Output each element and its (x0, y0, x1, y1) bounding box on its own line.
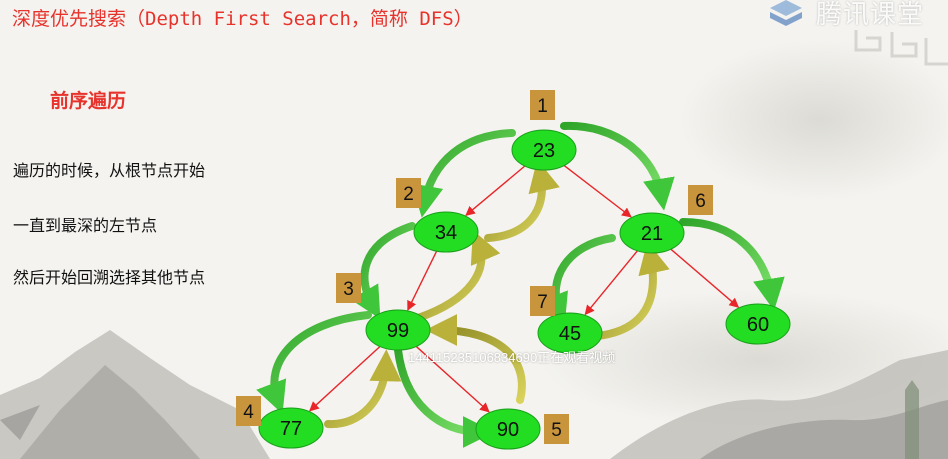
slide-title: 深度优先搜索（Depth First Search，简称 DFS） (12, 8, 473, 30)
badge-box (530, 286, 555, 316)
traverse-arrow-down (538, 234, 616, 326)
tree-edge-n34-n99 (407, 250, 438, 311)
tree-node-n77: 77 (258, 407, 324, 449)
traverse-arrow-up (414, 230, 501, 322)
tree-edges (309, 164, 740, 413)
description-line-2: 一直到最深的左节点 (13, 216, 158, 235)
badge-number: 5 (551, 420, 562, 441)
node-ellipse (413, 211, 479, 253)
traversal-arrows (256, 121, 785, 448)
badge-number: 1 (537, 96, 548, 117)
traverse-arrow-down (350, 222, 416, 320)
order-badge-6: 6 (688, 185, 713, 215)
node-label: 21 (641, 223, 663, 245)
node-ellipse (258, 407, 324, 449)
node-label: 90 (497, 419, 519, 441)
order-badge-3: 3 (336, 273, 361, 303)
badge-number: 6 (695, 191, 706, 212)
order-badge-7: 7 (530, 286, 555, 316)
node-label: 23 (533, 140, 555, 162)
viewer-watermark: 144115235106834690正在观看视频 (408, 350, 616, 365)
traverse-arrow-down (256, 311, 372, 414)
description-line-1: 遍历的时候，从根节点开始 (13, 161, 206, 180)
tree-node-n34: 34 (413, 211, 479, 253)
node-ellipse (537, 312, 603, 354)
badge-number: 2 (403, 184, 414, 205)
traverse-arrow-down (679, 218, 785, 311)
traverse-arrow-up (484, 159, 560, 242)
logo-text: 腾讯课堂 (816, 0, 925, 29)
badge-box (544, 414, 569, 444)
badge-number: 3 (343, 279, 354, 300)
description-line-3: 然后开始回溯选择其他节点 (13, 268, 206, 287)
traverse-arrow-down (411, 129, 516, 218)
tencent-classroom-logo (766, 0, 948, 26)
tree-node-n21: 21 (619, 212, 685, 254)
tree-node-n60: 60 (725, 303, 791, 345)
node-ellipse (725, 303, 791, 345)
badge-box (396, 178, 421, 208)
tree-node-n23: 23 (511, 129, 577, 171)
traverse-arrow-down (560, 121, 675, 211)
tree-edge-n21-n60 (670, 248, 740, 308)
node-ellipse (619, 212, 685, 254)
node-label: 45 (559, 323, 581, 345)
tree-edge-n99-n90 (415, 345, 490, 413)
node-ellipse (475, 408, 541, 450)
badge-box (530, 90, 555, 120)
tree-edge-n99-n77 (309, 346, 381, 412)
tree-edge-n21-n45 (584, 250, 638, 316)
badge-box (688, 185, 713, 215)
traverse-arrow-up (324, 349, 402, 429)
node-label: 99 (387, 320, 409, 342)
traverse-arrow-up (425, 314, 526, 404)
section-title: 前序遍历 (50, 90, 127, 112)
tree-edge-n23-n21 (563, 164, 632, 218)
tree-node-n45: 45 (537, 312, 603, 354)
node-label: 77 (280, 418, 302, 440)
badge-number: 7 (537, 292, 548, 313)
badge-box (236, 396, 261, 426)
node-ellipse (365, 309, 431, 351)
node-ellipse (511, 129, 577, 171)
tree-node-n99: 99 (365, 309, 431, 351)
order-badge-4: 4 (236, 396, 261, 426)
node-label: 34 (435, 222, 457, 244)
node-label: 60 (747, 314, 769, 336)
tree-node-n90: 90 (475, 408, 541, 450)
tree-edge-n23-n34 (465, 165, 526, 216)
badge-box (336, 273, 361, 303)
background-mountains (0, 30, 948, 459)
order-badge-1: 1 (530, 90, 555, 120)
logo-icon (770, 0, 802, 26)
order-badge-5: 5 (544, 414, 569, 444)
traverse-arrow-up (594, 241, 670, 340)
badge-number: 4 (243, 402, 254, 423)
order-badge-2: 2 (396, 178, 421, 208)
